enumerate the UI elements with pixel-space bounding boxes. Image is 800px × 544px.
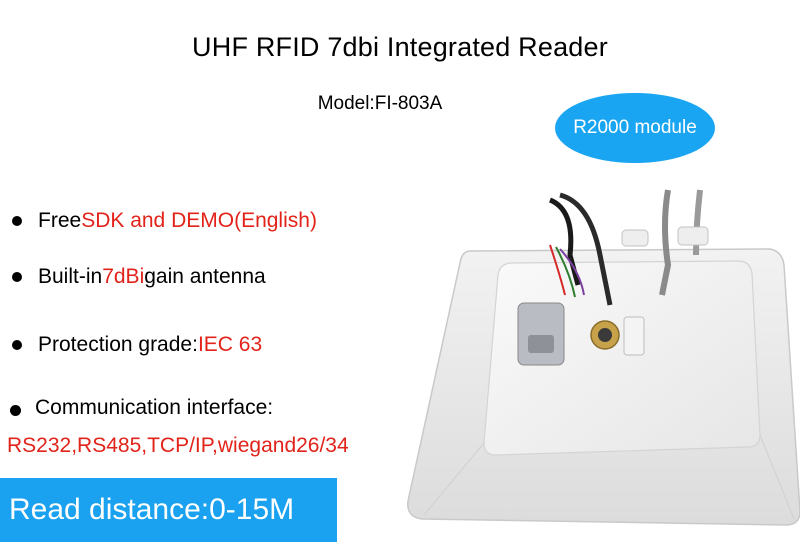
feature-prefix: Free [38, 209, 82, 232]
feature-highlight: IEC 63 [197, 333, 263, 356]
page-title: UHF RFID 7dbi Integrated Reader [192, 32, 608, 62]
feature-highlight: 7dBi [102, 265, 145, 288]
feature-item-sdk: Free SDK and DEMO(English) [12, 209, 317, 233]
feature-prefix: Protection grade: [38, 333, 198, 356]
rj45-connector [623, 316, 645, 356]
feature-highlight: SDK and DEMO(English) [81, 209, 317, 232]
bullet-icon [12, 216, 22, 226]
bullet-icon [12, 272, 22, 282]
black-cable [548, 197, 581, 286]
read-distance-banner: Read distance:0-15M [0, 478, 337, 542]
read-distance-text: Read distance:0-15M [9, 493, 295, 526]
feature-item-communication: Communication interface: [10, 396, 273, 420]
bullet-icon [10, 404, 21, 416]
model-label: Model:FI-803A [317, 93, 443, 114]
feature-item-antenna: Built-in 7dBi gain antenna [12, 265, 266, 289]
feature-suffix: gain antenna [144, 265, 266, 288]
module-badge: R2000 module [555, 93, 715, 163]
reader-device-illustration [407, 189, 800, 526]
interfaces-list: RS232,RS485,TCP/IP,wiegand26/34 [7, 434, 349, 457]
feature-item-protection: Protection grade: IEC 63 [12, 333, 262, 357]
feature-prefix: Communication interface: [35, 396, 274, 419]
db9-connector [517, 302, 565, 366]
feature-prefix: Built-in [38, 265, 103, 288]
gray-cable [659, 189, 672, 296]
bullet-icon [12, 340, 22, 350]
